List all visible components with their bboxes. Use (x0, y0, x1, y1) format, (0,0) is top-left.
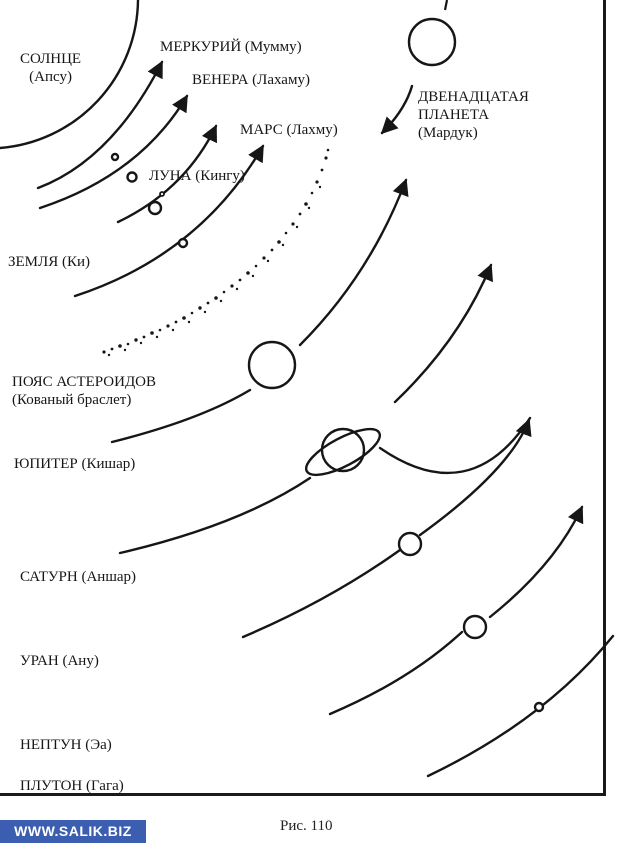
venus-planet (126, 171, 138, 183)
mercury-planet (110, 152, 120, 162)
jupiter-orbit (110, 388, 252, 444)
neptune-orbit-left (328, 630, 464, 716)
moon-label: ЛУНА (Кингу) (149, 168, 245, 184)
mercury-label: МЕРКУРИЙ (Мумму) (160, 39, 302, 55)
mercury-orbit (36, 60, 164, 190)
moon-orbit (116, 124, 218, 224)
sun-label: СОЛНЦЕ (Апсу) (20, 51, 82, 85)
twelfth-planet-orbit-lower (393, 263, 493, 404)
earth-label: ЗЕМЛЯ (Ки) (8, 254, 90, 270)
mars-label: МАРС (Лахму) (240, 122, 338, 138)
twelfth-planet-arrow (380, 84, 414, 135)
neptune-planet (462, 614, 488, 640)
uranus-planet (397, 531, 423, 557)
twelfth-planet-label: ДВЕНАДЦАТАЯ ПЛАНЕТА (Мардук) (418, 89, 529, 141)
jupiter-planet (247, 340, 297, 390)
figure-caption: Рис. 110 (280, 818, 333, 834)
earth-planet (147, 200, 163, 216)
figure-frame (0, 0, 606, 796)
saturn-orbit-left (118, 476, 312, 555)
venus-orbit (38, 94, 189, 210)
twelfth-planet (407, 17, 457, 67)
pluto-planet (533, 701, 545, 713)
asteroid-belt (102, 148, 330, 357)
pluto-label: ПЛУТОН (Гага) (20, 778, 124, 794)
uranus-orbit-right (418, 418, 532, 537)
uranus-orbit-left (241, 548, 402, 639)
uranus-label: УРАН (Ану) (20, 653, 99, 669)
jupiter-label: ЮПИТЕР (Кишар) (14, 456, 136, 472)
moon-satellite (159, 191, 165, 197)
saturn-ring (305, 427, 381, 477)
neptune-label: НЕПТУН (Эа) (20, 737, 112, 753)
neptune-orbit-right (488, 505, 584, 619)
watermark-badge[interactable]: WWW.SALIK.BIZ (0, 820, 146, 843)
asteroid-belt-label: ПОЯС АСТЕРОИДОВ (Кованый браслет) (12, 374, 157, 408)
saturn-label: САТУРН (Аншар) (20, 569, 137, 585)
pluto-orbit (426, 634, 615, 778)
mars-planet (177, 237, 189, 249)
sun-shape (0, 0, 140, 150)
twelfth-planet-orbit-upper (298, 178, 409, 347)
mars-orbit (73, 144, 265, 298)
saturn-orbit-right (378, 416, 532, 475)
venus-label: ВЕНЕРА (Лахаму) (192, 72, 310, 88)
